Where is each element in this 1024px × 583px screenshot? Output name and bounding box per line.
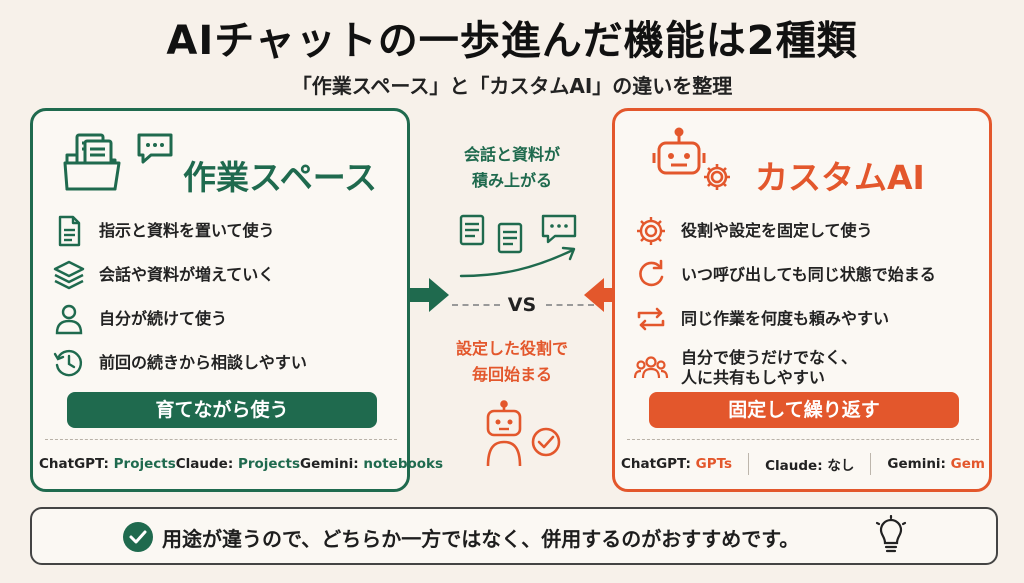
tool-value: なし bbox=[827, 458, 855, 474]
page-subtitle: 「作業スペース」と「カスタムAI」の違いを整理 bbox=[291, 74, 733, 98]
workspace-panel-header: 作業スペース bbox=[53, 127, 403, 197]
list-item-label: 自分が続けて使う bbox=[99, 309, 228, 328]
divider bbox=[627, 439, 979, 440]
divider bbox=[45, 439, 397, 440]
accumulating-documents-icon bbox=[459, 214, 577, 278]
custom-ai-tools-row: ChatGPT: GPTs Claude: なし Gemini: Gem bbox=[621, 449, 985, 479]
tool-name: Gemini: bbox=[300, 456, 359, 472]
lightbulb-icon bbox=[875, 515, 907, 553]
recommendation-text: 用途が違うので、どちらか一方ではなく、併用するのがおすすめです。 bbox=[162, 527, 800, 551]
custom-ai-caption: 設定した役割で 毎回始まる bbox=[438, 336, 586, 388]
tool-claude: Claude: なし bbox=[765, 454, 854, 474]
list-item-label: 前回の続きから相談しやすい bbox=[99, 353, 307, 372]
custom-ai-title: カスタムAI bbox=[755, 158, 925, 197]
people-icon bbox=[633, 356, 669, 379]
gear-icon bbox=[637, 217, 665, 245]
tool-claude: Claude: Projects bbox=[176, 456, 300, 472]
list-item: 自分で使うだけでなく、 人に共有もしやすい bbox=[633, 341, 978, 395]
tool-name: ChatGPT: bbox=[621, 456, 691, 472]
list-item: 指示と資料を置いて使う bbox=[51, 209, 396, 253]
list-item-label: 会話や資料が増えていく bbox=[99, 265, 275, 284]
workspace-caption: 会話と資料が 積み上がる bbox=[438, 142, 586, 194]
speech-bubble-icon bbox=[137, 133, 173, 164]
custom-ai-summary-pill: 固定して繰り返す bbox=[649, 392, 959, 428]
tool-gemini: Gemini: Gem bbox=[887, 456, 985, 472]
tool-chatgpt: ChatGPT: Projects bbox=[39, 456, 176, 472]
layers-icon bbox=[53, 260, 85, 290]
list-item-label: 同じ作業を何度も頼みやすい bbox=[681, 309, 890, 328]
workspace-feature-list: 指示と資料を置いて使う 会話や資料が増えていく 自分が続けて使う bbox=[51, 209, 396, 385]
list-item: いつ呼び出しても同じ状態で始まる bbox=[633, 253, 978, 297]
page-title: AIチャットの一歩進んだ機能は2種類 bbox=[166, 18, 858, 64]
repeat-icon bbox=[637, 307, 665, 331]
divider bbox=[546, 304, 594, 306]
caption-line: 積み上がる bbox=[471, 171, 552, 190]
list-item-label: 自分で使うだけでなく、 人に共有もしやすい bbox=[681, 348, 858, 387]
list-item: 同じ作業を何度も頼みやすい bbox=[633, 297, 978, 341]
restart-icon bbox=[639, 259, 664, 287]
gear-icon bbox=[704, 164, 730, 190]
recommendation-footer: 用途が違うので、どちらか一方ではなく、併用するのがおすすめです。 bbox=[30, 507, 998, 565]
divider bbox=[870, 453, 872, 475]
tool-chatgpt: ChatGPT: GPTs bbox=[621, 456, 732, 472]
arrow-right-icon bbox=[407, 278, 449, 312]
folder-documents-icon bbox=[63, 133, 121, 191]
workspace-summary-pill: 育てながら使う bbox=[67, 392, 377, 428]
tool-name: Claude: bbox=[765, 458, 823, 474]
custom-ai-panel-header: カスタムAI bbox=[635, 127, 985, 197]
tool-gemini: Gemini: notebooks bbox=[300, 456, 443, 472]
robot-check-icon bbox=[486, 400, 561, 467]
tool-value: Projects bbox=[237, 456, 301, 472]
tool-value: notebooks bbox=[363, 456, 444, 472]
tool-value: Gem bbox=[950, 456, 985, 472]
tool-name: ChatGPT: bbox=[39, 456, 109, 472]
divider bbox=[452, 304, 500, 306]
caption-line: 会話と資料が bbox=[463, 145, 560, 164]
list-item-label: 役割や設定を固定して使う bbox=[681, 221, 873, 240]
arrow-left-icon bbox=[584, 278, 626, 312]
caption-line: 毎回始まる bbox=[471, 365, 552, 384]
tool-name: Claude: bbox=[175, 456, 234, 472]
tool-name: Gemini: bbox=[887, 456, 946, 472]
workspace-tools-row: ChatGPT: Projects Claude: Projects Gemin… bbox=[39, 449, 443, 479]
person-icon bbox=[55, 304, 83, 335]
list-item: 役割や設定を固定して使う bbox=[633, 209, 978, 253]
workspace-title: 作業スペース bbox=[183, 158, 378, 197]
custom-ai-feature-list: 役割や設定を固定して使う いつ呼び出しても同じ状態で始まる 同じ作業を何度も頼み… bbox=[633, 209, 978, 395]
history-clock-icon bbox=[53, 349, 82, 377]
tool-value: Projects bbox=[113, 456, 176, 472]
list-item: 自分が続けて使う bbox=[51, 297, 396, 341]
divider bbox=[748, 453, 750, 475]
caption-line: 設定した役割で bbox=[455, 339, 568, 358]
tool-value: GPTs bbox=[695, 456, 733, 472]
custom-ai-panel: カスタムAI 役割や設定を固定して使う いつ呼び出しても同じ状態で始まる bbox=[612, 108, 992, 492]
list-item-label: 指示と資料を置いて使う bbox=[99, 221, 275, 240]
check-circle-icon bbox=[123, 522, 153, 552]
robot-icon bbox=[652, 127, 706, 175]
list-item-label: いつ呼び出しても同じ状態で始まる bbox=[681, 265, 936, 284]
vs-label: VS bbox=[507, 294, 537, 316]
list-item: 前回の続きから相談しやすい bbox=[51, 341, 396, 385]
document-icon bbox=[58, 215, 81, 247]
workspace-panel: 作業スペース 指示と資料を置いて使う 会話や資料が増えていく bbox=[30, 108, 443, 492]
list-item: 会話や資料が増えていく bbox=[51, 253, 396, 297]
